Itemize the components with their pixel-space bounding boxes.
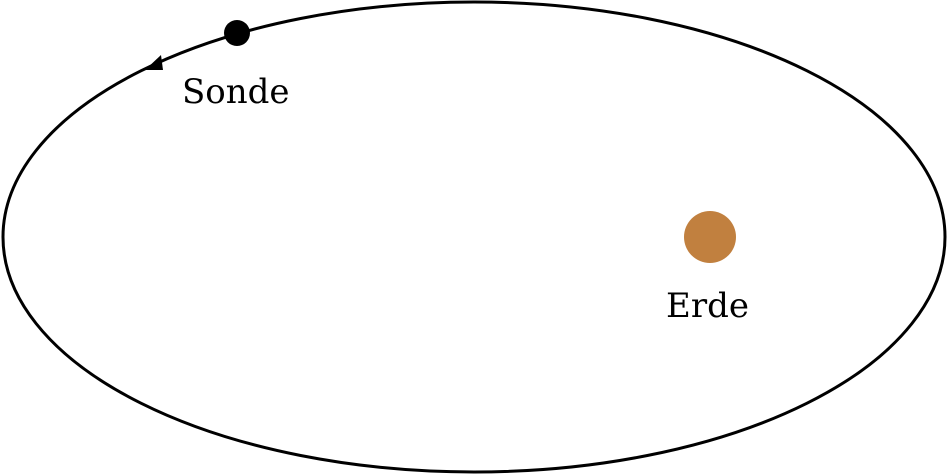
probe-label: Sonde <box>182 72 290 112</box>
probe-dot <box>224 20 250 46</box>
earth-label: Erde <box>666 286 749 326</box>
earth-dot <box>684 211 736 263</box>
orbit-direction-arrow <box>145 55 163 70</box>
